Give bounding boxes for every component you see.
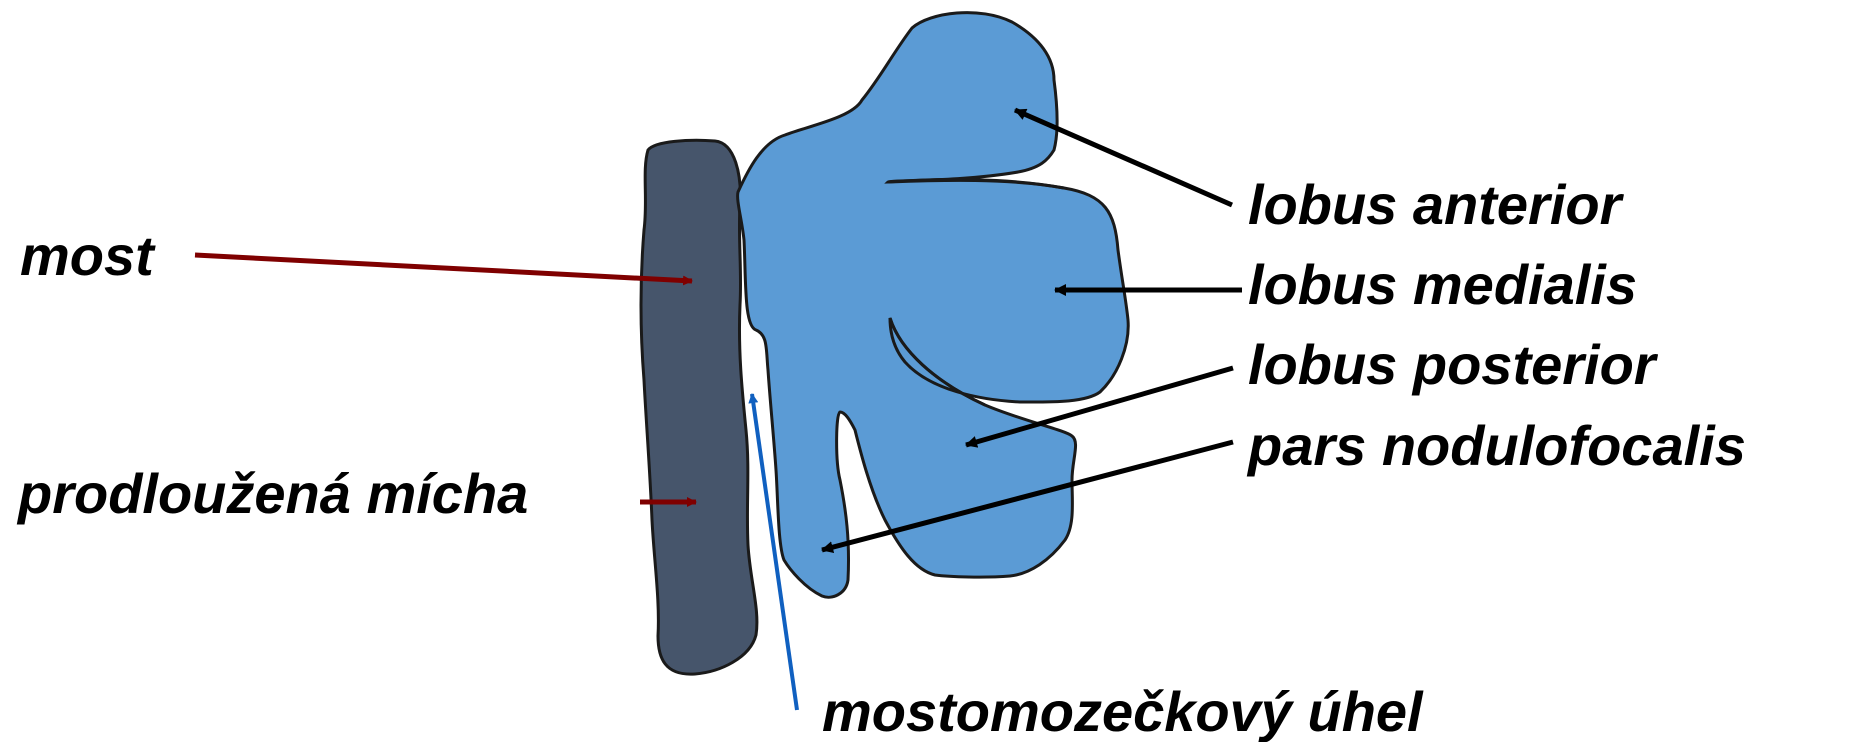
label-lobus-medialis: lobus medialis [1248,257,1637,313]
cerebellum-shape [738,13,1129,598]
label-lobus-anterior: lobus anterior [1248,177,1621,233]
label-lobus-posterior: lobus posterior [1248,337,1656,393]
label-most: most [20,228,154,284]
brainstem-shape [641,140,757,674]
arrow-most [195,255,692,281]
label-medulla: prodloužená mícha [18,466,528,522]
label-pars-nodulofocalis: pars nodulofocalis [1248,418,1746,474]
label-cerebellopontine-angle: mostomozečkový úhel [822,684,1423,740]
